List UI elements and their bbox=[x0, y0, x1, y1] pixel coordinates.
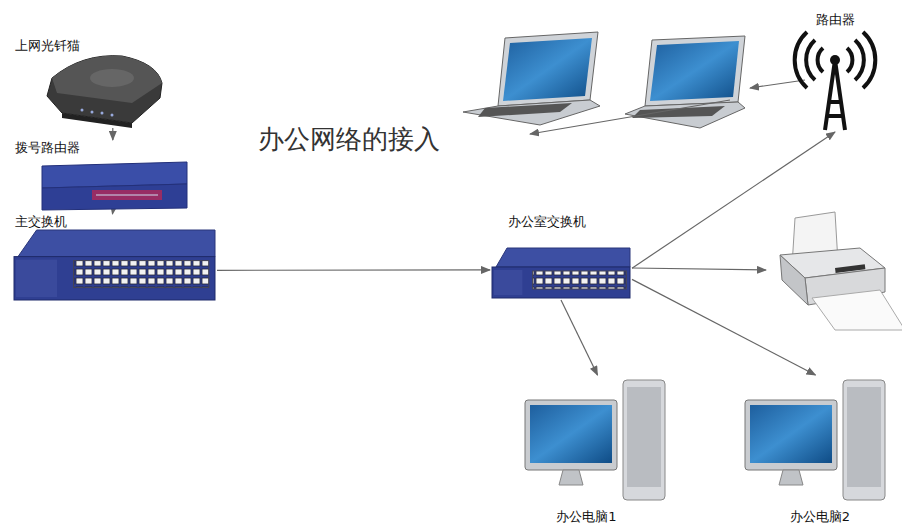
device-label: 办公电脑1 bbox=[525, 509, 670, 525]
switch-node: 主交换机 bbox=[12, 214, 217, 302]
device-illustration bbox=[525, 375, 670, 525]
router-node: 拨号路由器 bbox=[12, 140, 192, 212]
wifi-arrow bbox=[530, 100, 730, 134]
device-label: 办公室交换机 bbox=[490, 214, 632, 230]
laptop bbox=[463, 32, 600, 125]
network-cable bbox=[632, 132, 835, 268]
network-cable bbox=[112, 212, 114, 214]
computer-node: 办公电脑1 bbox=[525, 375, 670, 525]
device-illustration bbox=[745, 375, 895, 525]
device-label: 办公电脑2 bbox=[745, 509, 895, 525]
printer bbox=[780, 212, 902, 330]
printer-arrow bbox=[632, 268, 766, 270]
device-label: 主交换机 bbox=[12, 214, 217, 230]
network-cable bbox=[112, 128, 113, 140]
device-illustration bbox=[790, 12, 880, 132]
diagram-title: 办公网络的接入 bbox=[258, 122, 440, 157]
switch-node: 办公室交换机 bbox=[490, 214, 632, 300]
network-cable bbox=[217, 269, 490, 271]
device-label: 拨号路由器 bbox=[12, 140, 192, 156]
device-label: 上网光钎猫 bbox=[12, 38, 172, 54]
device-label: 路由器 bbox=[790, 12, 880, 28]
computer-node: 办公电脑2 bbox=[745, 375, 895, 525]
wifi-router-node: 路由器 bbox=[790, 12, 880, 132]
network-cable bbox=[632, 279, 816, 375]
wifi-arrow bbox=[750, 80, 805, 88]
network-cable bbox=[561, 300, 598, 375]
modem-node: 上网光钎猫 bbox=[12, 38, 172, 128]
